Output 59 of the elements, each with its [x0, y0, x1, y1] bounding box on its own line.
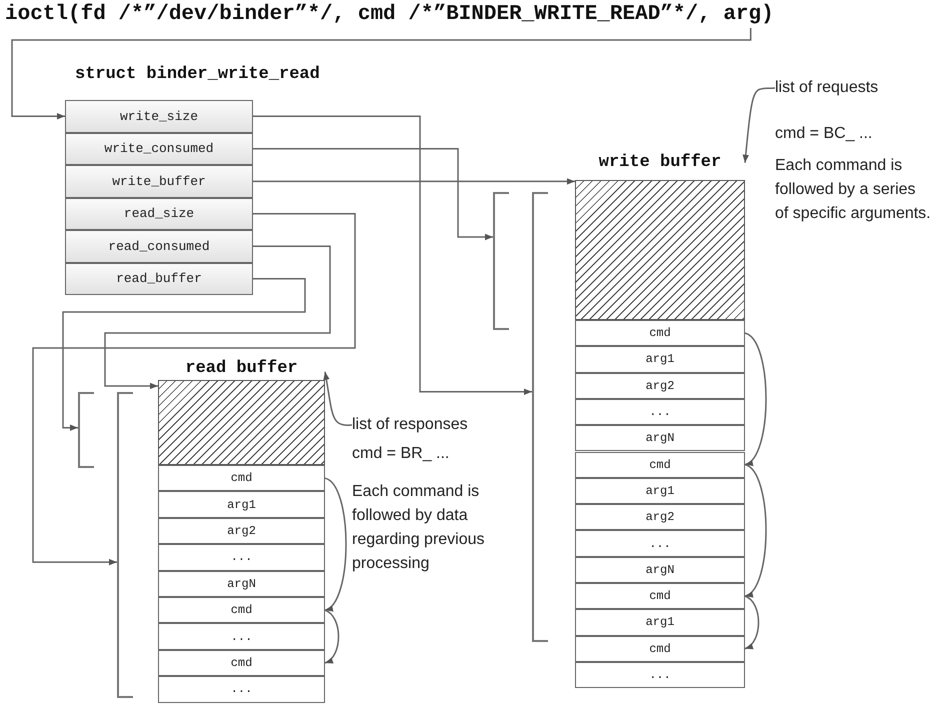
struct-field: read_buffer [65, 262, 253, 295]
memory-cell: arg1 [575, 609, 745, 636]
annotation-text: list of requests [775, 76, 878, 100]
bracket [493, 192, 509, 330]
memory-cell: ... [575, 398, 745, 426]
leader-line [323, 372, 352, 426]
struct-heading: struct binder_write_read [75, 64, 320, 86]
hatched-area [158, 380, 325, 465]
memory-cell: cmd [158, 597, 325, 624]
memory-cell: cmd [158, 465, 325, 492]
struct-field: write_consumed [65, 132, 253, 165]
memory-cell: cmd [575, 583, 745, 610]
curved-arrow [744, 464, 767, 597]
memory-cell: cmd [158, 650, 325, 676]
memory-cell: arg2 [575, 504, 745, 530]
annotation-text: Each command is followed by data regarding previous processing [352, 482, 486, 574]
struct-field: write_size [65, 100, 253, 132]
connector-arrow [253, 148, 493, 240]
hatched-area [575, 180, 745, 320]
bracket [78, 392, 94, 468]
curved-arrow [744, 595, 760, 650]
curved-arrow [744, 332, 767, 466]
annotation-text: cmd = BR_ ... [352, 444, 450, 464]
buffer-heading: read buffer [184, 358, 299, 380]
memory-cell: argN [575, 556, 745, 583]
struct-field: read_size [65, 198, 253, 230]
memory-cell: ... [158, 623, 325, 650]
memory-cell: ... [575, 662, 745, 688]
struct-field: read_consumed [65, 230, 253, 262]
connector-arrow [32, 213, 356, 566]
connector-arrow [252, 178, 575, 185]
annotation-text: list of responses [352, 413, 468, 437]
buffer-heading: write buffer [598, 152, 722, 174]
memory-cell: arg1 [158, 491, 325, 518]
annotation-text: cmd = BC_ ... [775, 124, 874, 144]
code-line: ioctl(fd /*”/dev/binder”*/, cmd /*”BINDER_WRITE_READ”*/, arg) [5, 2, 774, 28]
connector-arrow [104, 246, 331, 390]
curved-arrow [324, 610, 340, 664]
memory-cell: cmd [575, 320, 745, 346]
memory-cell: arg1 [575, 346, 745, 373]
curved-arrow [324, 478, 347, 611]
memory-cell: ... [158, 676, 325, 703]
bracket [532, 192, 548, 642]
memory-cell: arg2 [575, 372, 745, 399]
struct-field: write_buffer [65, 165, 253, 198]
bracket [117, 392, 133, 698]
leader-line [742, 87, 776, 163]
memory-cell: ... [575, 530, 745, 557]
connector-arrow [11, 28, 752, 120]
annotation-text: Each command is followed by a series of specific arguments. [775, 156, 931, 224]
memory-cell: arg1 [575, 478, 745, 504]
connector-arrow [253, 116, 532, 395]
connector-arrow [62, 278, 306, 431]
memory-cell: arg2 [158, 518, 325, 544]
memory-cell: argN [158, 570, 325, 597]
memory-cell: cmd [575, 636, 745, 662]
memory-cell: argN [575, 425, 745, 452]
memory-cell: cmd [575, 452, 745, 478]
memory-cell: ... [158, 544, 325, 571]
